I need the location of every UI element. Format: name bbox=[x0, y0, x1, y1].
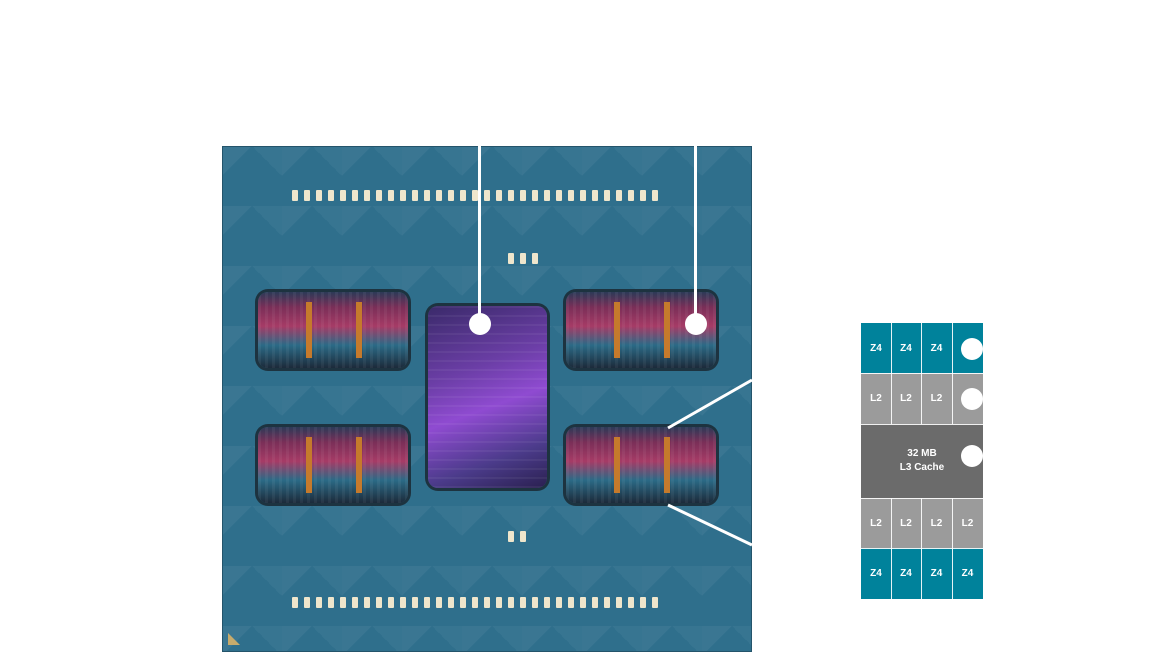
core-cell: Z4 bbox=[891, 323, 921, 373]
ccd-die-bottom-right bbox=[566, 427, 716, 503]
top-pad-row bbox=[292, 190, 658, 201]
legend-l2-dot-icon bbox=[961, 388, 983, 410]
zoom-line-bottom bbox=[667, 503, 753, 547]
ccd-callout-line bbox=[694, 146, 697, 324]
zoom-line-top bbox=[667, 378, 753, 430]
l3-name-label: L3 Cache bbox=[899, 462, 945, 473]
io-die bbox=[428, 306, 547, 488]
core-cell: Z4 bbox=[952, 548, 983, 599]
core-cell: Z4 bbox=[891, 548, 921, 599]
ccd-legend: Z4 Z4 Z4 Z4 L2 L2 L2 L2 32 MB L3 Cache L… bbox=[861, 323, 983, 599]
core-cell: Z4 bbox=[861, 548, 891, 599]
l2-cell: L2 bbox=[891, 498, 921, 548]
ccd-die-bottom-left bbox=[258, 427, 408, 503]
core-cell: Z4 bbox=[861, 323, 891, 373]
io-die-callout-dot-icon bbox=[469, 313, 491, 335]
center-pad-group-bottom bbox=[508, 531, 526, 542]
l2-cell: L2 bbox=[861, 498, 891, 548]
l2-cell: L2 bbox=[861, 373, 891, 424]
l2-cell: L2 bbox=[891, 373, 921, 424]
l2-cell: L2 bbox=[921, 373, 952, 424]
bottom-pad-row bbox=[292, 597, 658, 608]
legend-l3-dot-icon bbox=[961, 445, 983, 467]
legend-core-dot-icon bbox=[961, 338, 983, 360]
pin1-marker-icon bbox=[228, 633, 240, 645]
l2-cell: L2 bbox=[921, 498, 952, 548]
ccd-callout-dot-icon bbox=[685, 313, 707, 335]
center-pad-group-top bbox=[508, 253, 538, 264]
ccd-die-top-left bbox=[258, 292, 408, 368]
l2-cell: L2 bbox=[952, 498, 983, 548]
l3-size-label: 32 MB bbox=[907, 448, 937, 459]
core-cell: Z4 bbox=[921, 323, 952, 373]
core-cell: Z4 bbox=[921, 548, 952, 599]
io-die-callout-line bbox=[478, 146, 481, 324]
